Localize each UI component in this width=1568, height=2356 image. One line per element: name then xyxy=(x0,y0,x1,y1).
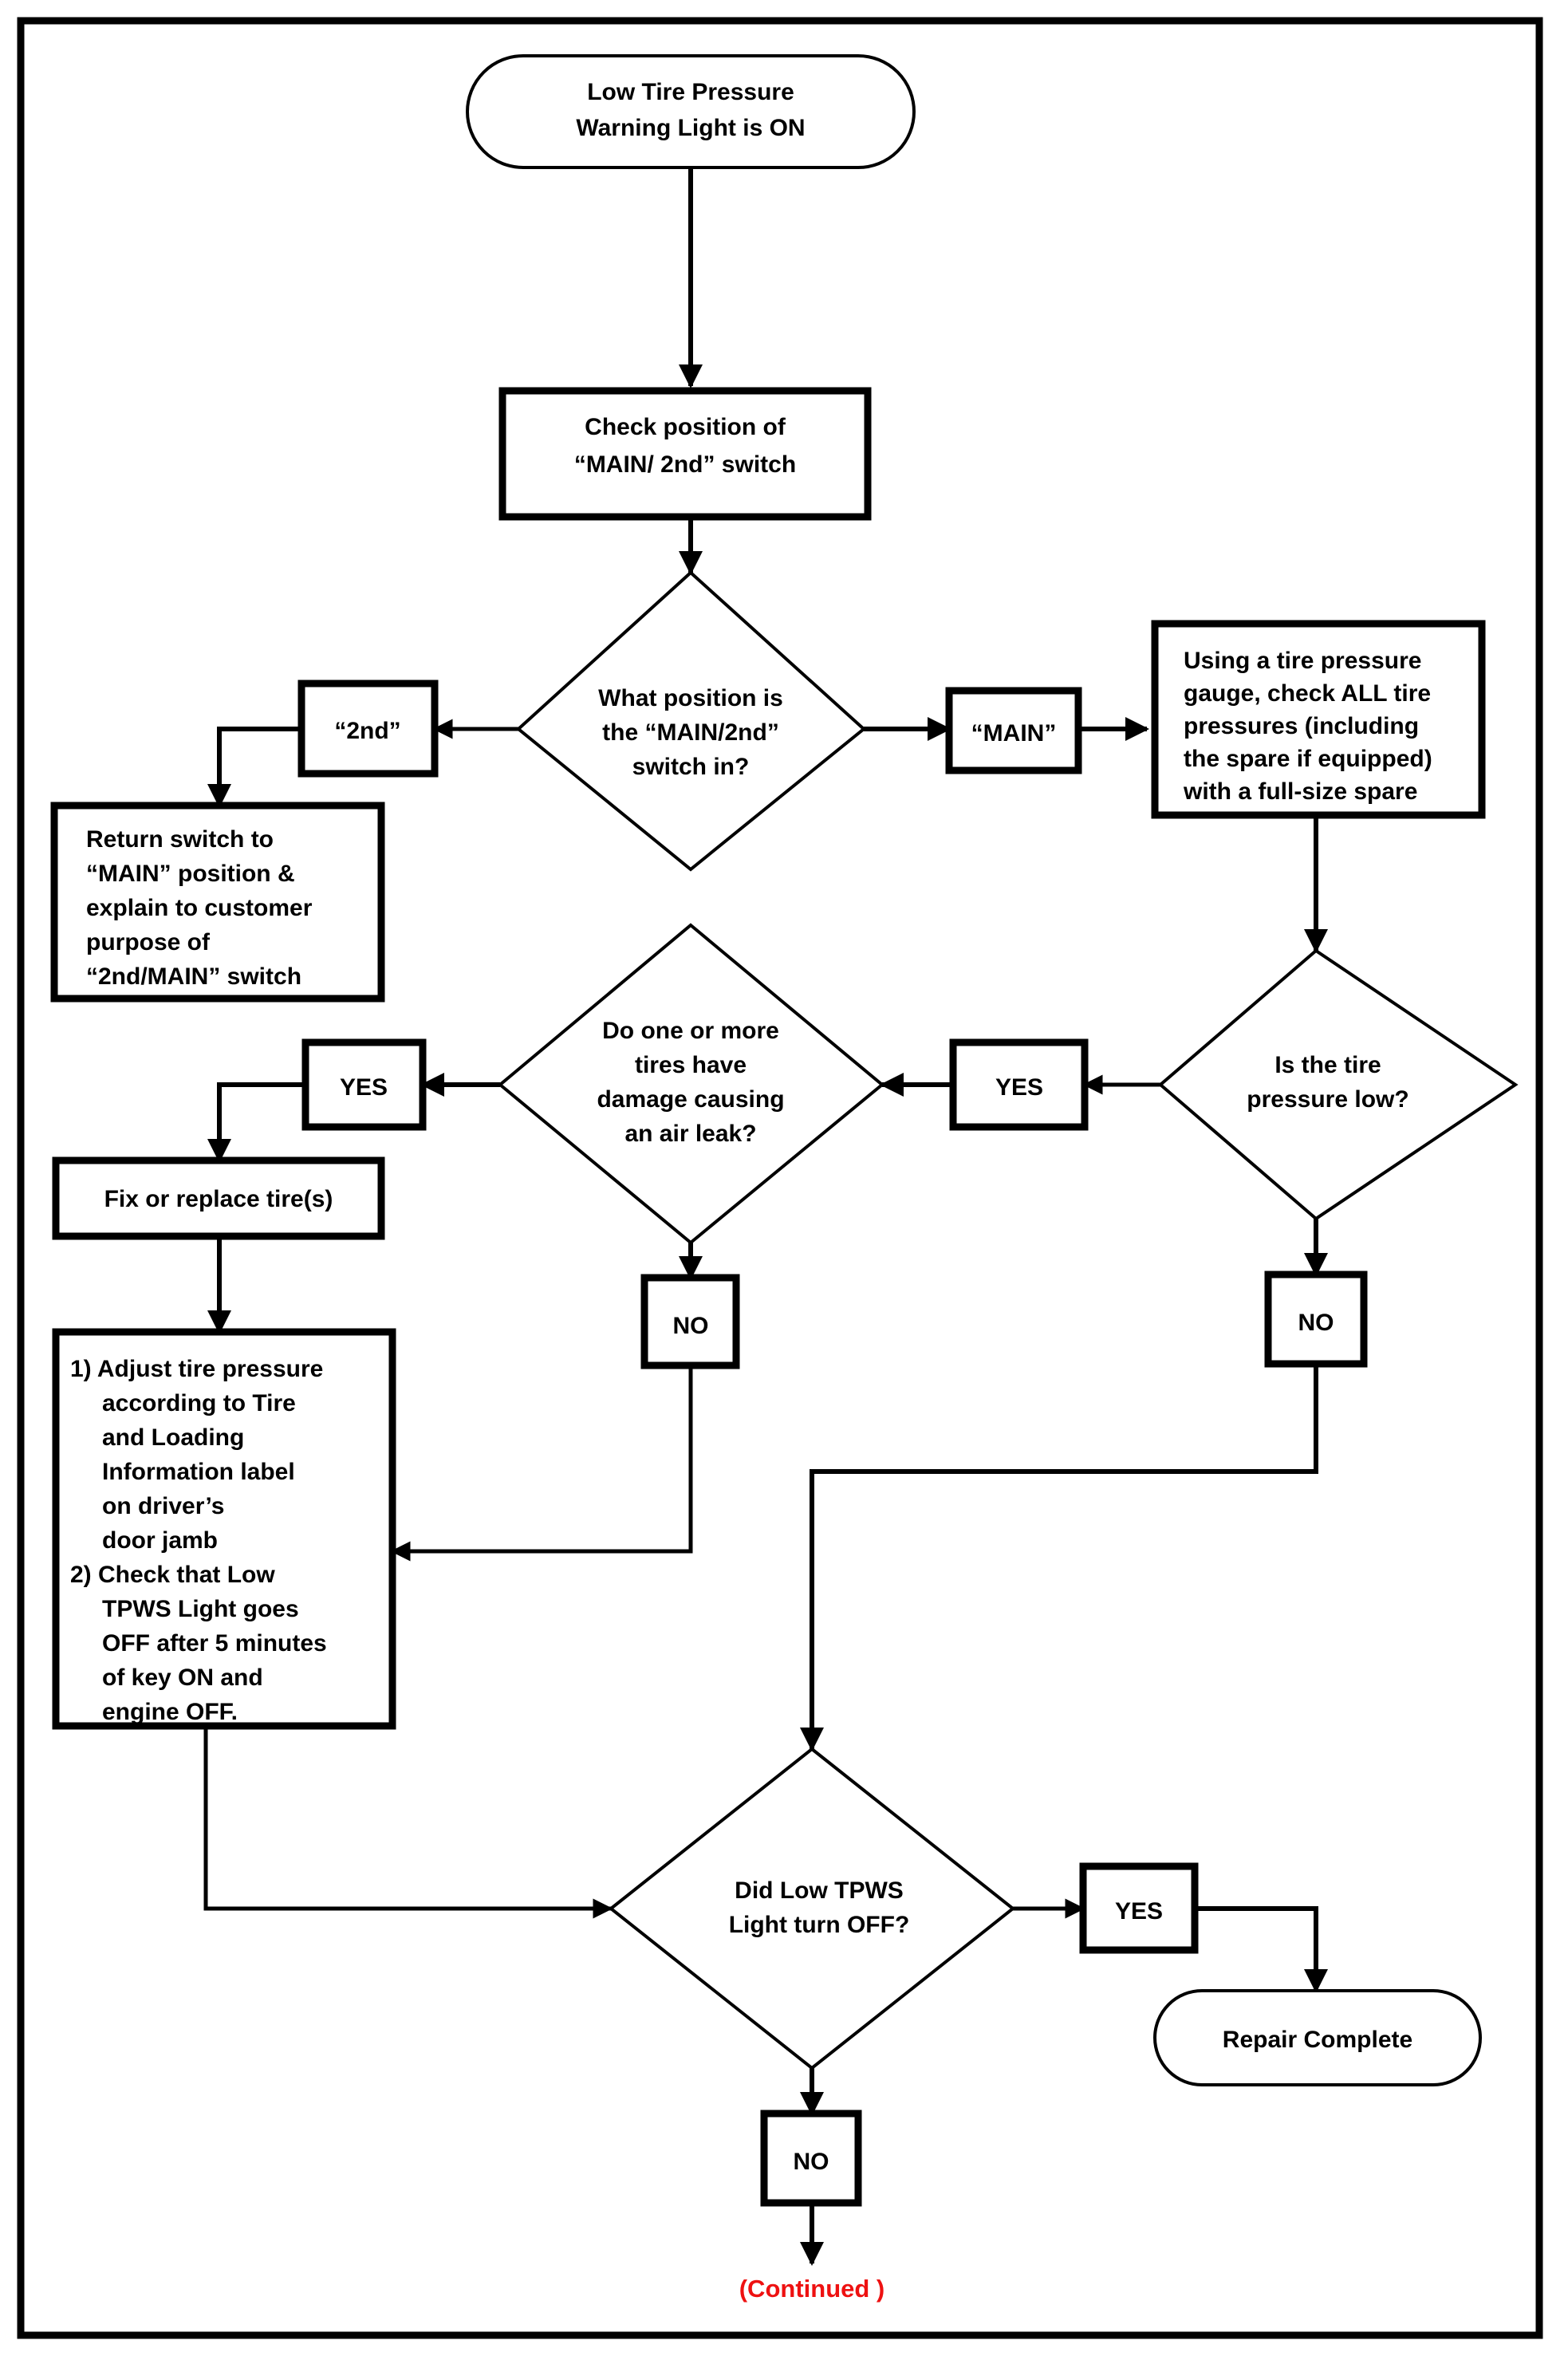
node-decision-damage-line-1: Do one or more xyxy=(602,1018,779,1044)
edge-2nd-to-return-switch xyxy=(207,727,301,808)
node-adjust-steps-line-6: door jamb xyxy=(102,1527,218,1554)
node-label-2nd-text: “2nd” xyxy=(334,718,400,744)
node-fix-tires-text: Fix or replace tire(s) xyxy=(104,1186,333,1212)
node-label-no-damage-text: NO xyxy=(673,1313,709,1339)
page-border xyxy=(17,17,1543,2339)
node-start-line-2: Warning Light is ON xyxy=(576,115,805,141)
continued-annotation: (Continued ) xyxy=(739,2275,885,2303)
node-adjust-steps-line-11: engine OFF. xyxy=(102,1699,238,1725)
node-return-switch[interactable]: Return switch to “MAIN” position & expla… xyxy=(50,802,385,1003)
node-decision-position-line-2: the “MAIN/2nd” xyxy=(602,719,779,746)
node-adjust-steps-line-3: and Loading xyxy=(102,1424,244,1451)
edge-no-pressure-to-light-off xyxy=(800,1364,1318,1751)
node-adjust-steps-line-10: of key ON and xyxy=(102,1665,263,1691)
node-check-pressures-line-4: the spare if equipped) xyxy=(1184,746,1432,772)
node-decision-pressure-low[interactable]: Is the tire pressure low? xyxy=(1157,948,1519,1221)
node-decision-position[interactable]: What position is the “MAIN/2nd” switch i… xyxy=(515,570,867,872)
node-decision-position-line-3: switch in? xyxy=(632,754,750,780)
node-decision-damage[interactable]: Do one or more tires have damage causing… xyxy=(497,923,885,1245)
node-adjust-steps-line-5: on driver’s xyxy=(102,1493,224,1519)
node-start-line-1: Low Tire Pressure xyxy=(587,79,794,105)
node-decision-damage-line-4: an air leak? xyxy=(624,1121,756,1147)
node-adjust-steps-line-9: OFF after 5 minutes xyxy=(102,1630,327,1657)
node-decision-damage-line-3: damage causing xyxy=(597,1086,784,1113)
node-label-yes-pressure-text: YES xyxy=(995,1074,1043,1101)
node-fix-tires[interactable]: Fix or replace tire(s) xyxy=(52,1156,385,1240)
node-decision-damage-line-2: tires have xyxy=(635,1052,747,1078)
node-label-yes-pressure[interactable]: YES xyxy=(949,1038,1089,1131)
node-check-pressures-line-3: pressures (including xyxy=(1184,713,1419,739)
node-label-no-damage[interactable]: NO xyxy=(640,1274,740,1369)
node-label-yes-light-text: YES xyxy=(1115,1898,1163,1925)
edge-yes-damage-to-fix-tires xyxy=(207,1082,305,1163)
node-decision-light-off[interactable]: Did Low TPWS Light turn OFF? xyxy=(608,1747,1016,2070)
node-decision-position-line-1: What position is xyxy=(598,685,783,711)
node-return-switch-line-5: “2nd/MAIN” switch xyxy=(86,963,301,990)
node-decision-pressure-low-line-2: pressure low? xyxy=(1247,1086,1408,1113)
node-label-yes-damage-text: YES xyxy=(340,1074,388,1101)
node-adjust-steps-line-4: Information label xyxy=(102,1459,295,1485)
edge-adjust-steps-to-light-off xyxy=(203,1726,613,1919)
node-label-2nd[interactable]: “2nd” xyxy=(297,680,439,778)
node-check-pressures[interactable]: Using a tire pressure gauge, check ALL t… xyxy=(1151,620,1486,819)
node-start[interactable]: Low Tire Pressure Warning Light is ON xyxy=(466,54,916,169)
node-adjust-steps-line-8: TPWS Light goes xyxy=(102,1596,299,1622)
node-label-main-text: “MAIN” xyxy=(971,720,1057,747)
node-check-switch[interactable]: Check position of “MAIN/ 2nd” switch xyxy=(498,387,872,521)
node-check-pressures-line-5: with a full-size spare xyxy=(1183,778,1417,805)
node-adjust-steps-line-2: according to Tire xyxy=(102,1390,296,1416)
node-check-pressures-line-1: Using a tire pressure xyxy=(1184,648,1421,674)
node-adjust-steps-line-7: 2) Check that Low xyxy=(70,1562,275,1588)
node-adjust-steps-line-1: 1) Adjust tire pressure xyxy=(70,1356,323,1382)
node-label-no-light-text: NO xyxy=(794,2149,829,2175)
node-label-yes-damage[interactable]: YES xyxy=(301,1038,427,1131)
node-repair-complete-text: Repair Complete xyxy=(1223,2027,1412,2053)
edge-yes-light-to-repair-complete xyxy=(1195,1906,1328,1993)
node-label-no-pressure-text: NO xyxy=(1298,1310,1334,1336)
node-label-main[interactable]: “MAIN” xyxy=(945,687,1082,774)
node-label-no-light[interactable]: NO xyxy=(760,2110,862,2207)
edge-no-damage-to-adjust-steps xyxy=(390,1365,693,1562)
node-label-yes-light[interactable]: YES xyxy=(1079,1862,1199,1954)
node-decision-pressure-low-line-1: Is the tire xyxy=(1274,1052,1381,1078)
node-return-switch-line-4: purpose of xyxy=(86,929,211,955)
node-return-switch-line-2: “MAIN” position & xyxy=(86,861,295,887)
node-repair-complete[interactable]: Repair Complete xyxy=(1153,1989,1482,2086)
node-check-switch-line-1: Check position of xyxy=(585,414,786,440)
node-label-no-pressure[interactable]: NO xyxy=(1264,1271,1368,1368)
node-check-pressures-line-2: gauge, check ALL tire xyxy=(1184,680,1431,707)
node-return-switch-line-1: Return switch to xyxy=(86,826,274,853)
node-decision-light-off-line-1: Did Low TPWS xyxy=(735,1877,904,1904)
node-decision-light-off-line-2: Light turn OFF? xyxy=(729,1912,910,1938)
node-return-switch-line-3: explain to customer xyxy=(86,895,313,921)
node-check-switch-line-2: “MAIN/ 2nd” switch xyxy=(574,451,796,478)
node-adjust-steps[interactable]: 1) Adjust tire pressure according to Tir… xyxy=(52,1328,396,1730)
